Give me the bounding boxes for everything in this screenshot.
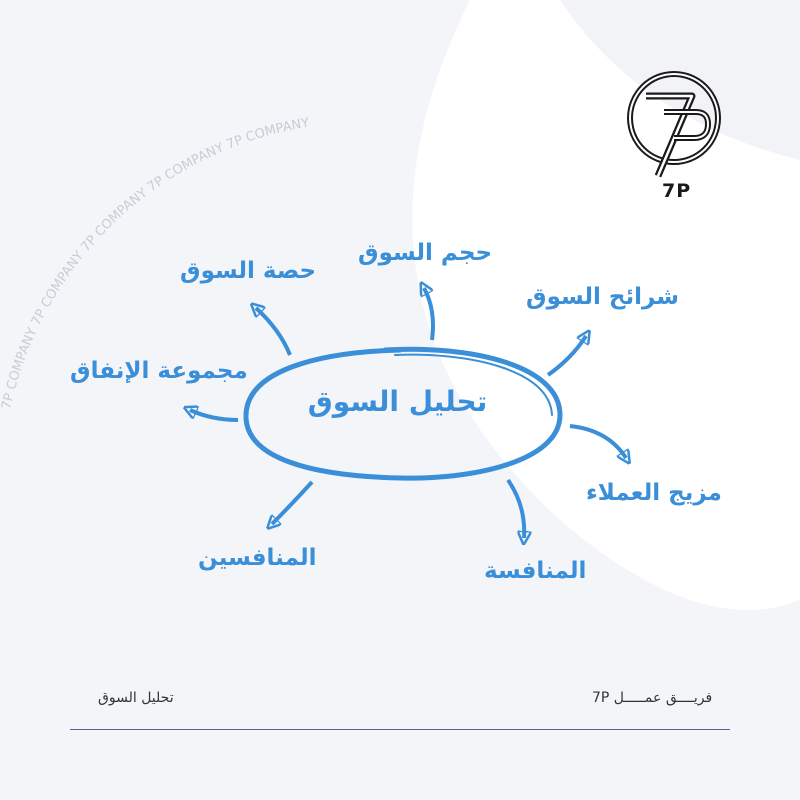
node-competition: المنافسة — [484, 558, 587, 584]
arrow-competitors — [272, 480, 314, 524]
arrow-customer-mix — [569, 424, 626, 458]
arrow-spending-group — [190, 410, 239, 422]
node-competitors: المنافسين — [198, 545, 317, 571]
company-logo — [627, 71, 721, 178]
background-curve-2 — [560, 0, 800, 160]
arrow-competition — [506, 478, 524, 538]
arrow-market-size — [424, 288, 435, 341]
node-spending-group: مجموعة الإنفاق — [70, 358, 248, 384]
logo-text: 7P — [662, 180, 692, 202]
node-market-share: حصة السوق — [180, 258, 317, 284]
center-label: تحليل السوق — [307, 385, 488, 418]
node-market-segments: شرائح السوق — [526, 284, 679, 310]
footer-team-text: فريــــق عمـــــل 7P — [592, 690, 713, 706]
arrow-market-segments — [546, 336, 586, 377]
node-customer-mix: مزيج العملاء — [586, 480, 722, 506]
footer-divider — [70, 729, 730, 730]
arrow-market-share — [256, 308, 292, 356]
center-ellipse — [243, 346, 563, 481]
node-market-size: حجم السوق — [358, 240, 493, 266]
footer-title: تحليل السوق — [98, 690, 174, 706]
